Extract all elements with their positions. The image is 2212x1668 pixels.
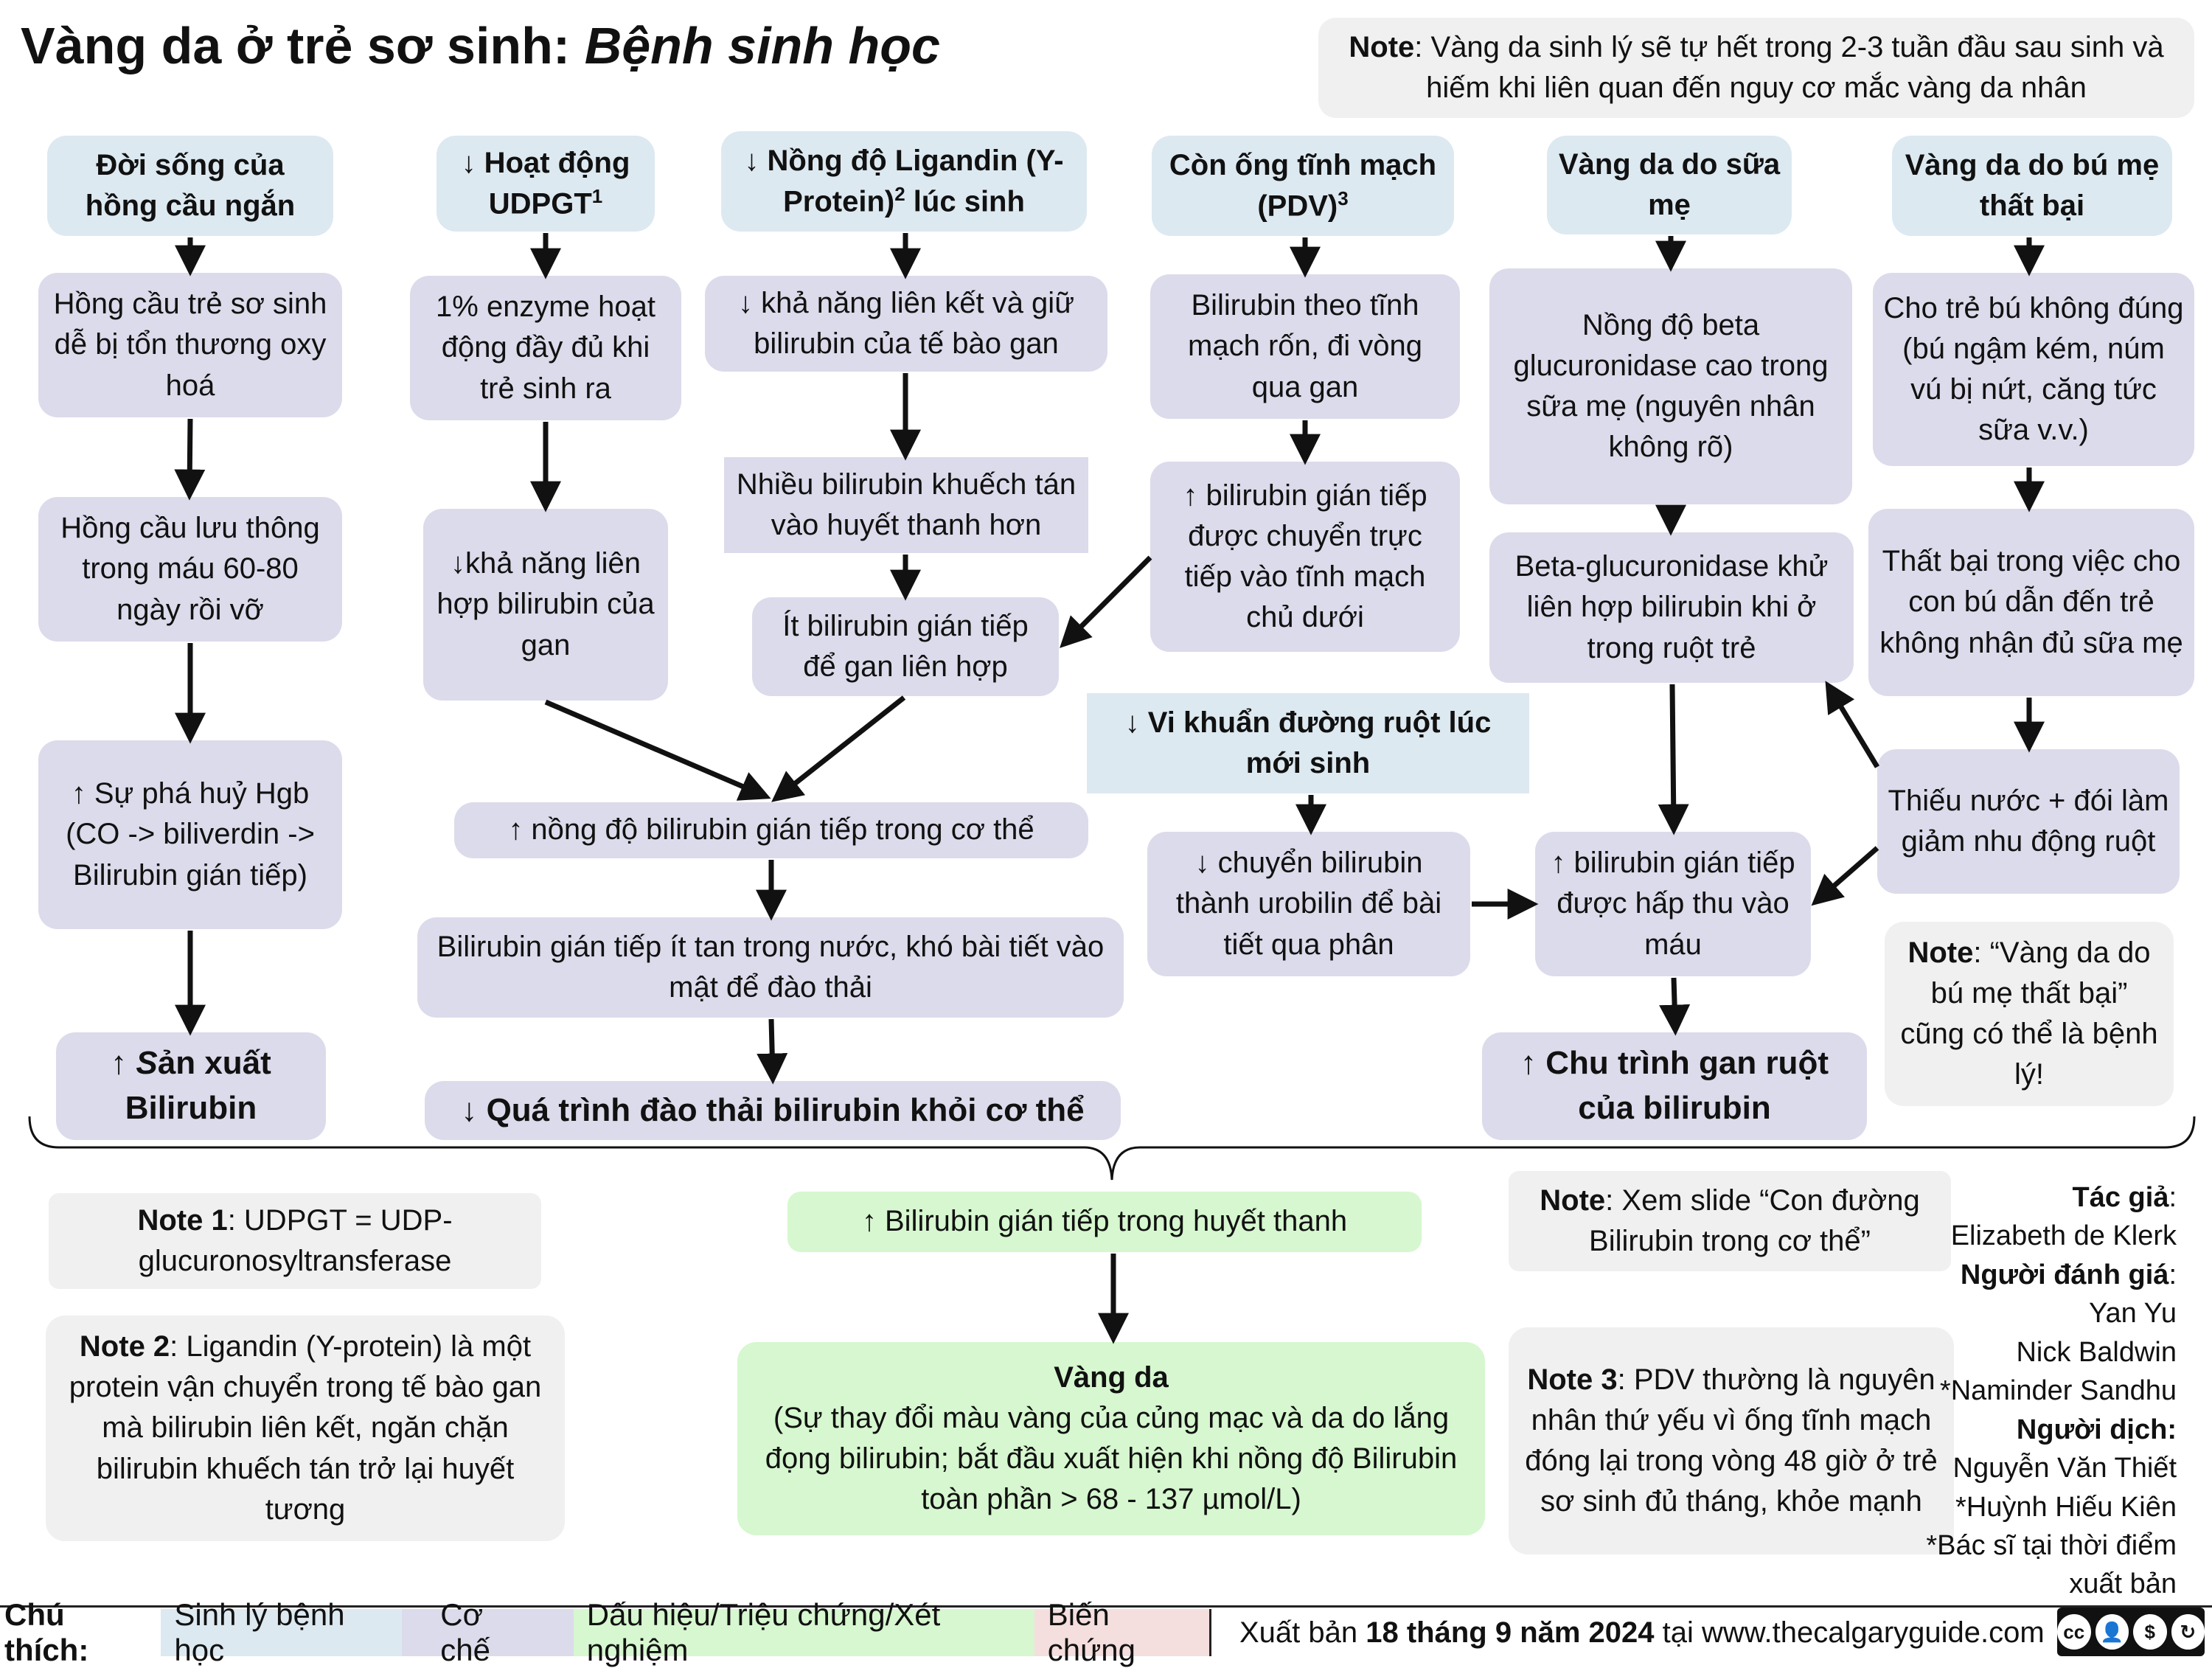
- col5-step1: Nồng độ beta glucuronidase cao trong sữa…: [1489, 268, 1852, 504]
- merge-step2: Bilirubin gián tiếp ít tan trong nước, k…: [417, 917, 1124, 1018]
- note3: Note 3: PDV thường là nguyên nhân thứ yế…: [1509, 1327, 1954, 1554]
- col5-head: Vàng da do sữa mẹ: [1547, 136, 1792, 234]
- merge-step1: ↑ nồng độ bilirubin gián tiếp trong cơ t…: [454, 802, 1088, 858]
- arrow-c4-3: [1060, 555, 1152, 648]
- title-main: Vàng da ở trẻ sơ sinh:: [21, 17, 571, 74]
- merge-result: ↓ Quá trình đào thải bilirubin khỏi cơ t…: [425, 1081, 1121, 1140]
- col1-step2: Hồng cầu lưu thông trong máu 60-80 ngày …: [38, 497, 342, 642]
- col3-step3: Ít bilirubin gián tiếp để gan liên hợp: [752, 597, 1059, 696]
- col2-head: ↓ Hoạt động UDPGT1: [437, 136, 655, 232]
- pathway-note: Note: Xem slide “Con đường Bilirubin tro…: [1509, 1171, 1951, 1271]
- arrow-c5-3: [1658, 684, 1689, 835]
- note1: Note 1: UDPGT = UDP-glucuronosyltransfer…: [49, 1193, 541, 1289]
- footer-divider: [0, 1605, 2212, 1608]
- legend: Chú thích: Sinh lý bệnh học Cơ chế Dấu h…: [0, 1597, 1210, 1667]
- page-title: Vàng da ở trẻ sơ sinh: Bệnh sinh học: [21, 16, 940, 75]
- bracket: [28, 1116, 2196, 1181]
- col5-result: ↑ Chu trình gan ruột của bilirubin: [1482, 1032, 1867, 1140]
- serum-box: ↑ Bilirubin gián tiếp trong huyết thanh: [787, 1192, 1422, 1252]
- col3-step1: ↓ khả năng liên kết và giữ bilirubin của…: [705, 276, 1107, 372]
- col3-head: ↓ Nồng độ Ligandin (Y-Protein)2 lúc sinh: [721, 131, 1087, 232]
- jaundice-box: Vàng da(Sự thay đổi màu vàng của củng mạ…: [737, 1342, 1485, 1535]
- legend-mech: Cơ chế: [402, 1597, 574, 1667]
- col1-step3: ↑ Sự phá huỷ Hgb (CO -> biliverdin -> Bi…: [38, 740, 342, 929]
- arrow-c3-4: [771, 695, 906, 802]
- arrow-c6-4: [1825, 681, 1879, 768]
- publication-footer: Xuất bản 18 tháng 9 năm 2024 tại www.the…: [1209, 1609, 2050, 1656]
- col4-step1: Bilirubin theo tĩnh mạch rốn, đi vòng qu…: [1150, 274, 1460, 419]
- col2-step1: 1% enzyme hoạt động đầy đủ khi trẻ sinh …: [410, 276, 681, 420]
- license-badge: cc 👤 $ ↻: [2057, 1608, 2205, 1656]
- arrow-c6-5: [1811, 846, 1879, 906]
- col5-step2: Beta-glucuronidase khử liên hợp bilirubi…: [1489, 532, 1854, 683]
- arrow-m-2: [757, 1018, 788, 1085]
- nc-icon: $: [2133, 1614, 2167, 1650]
- title-sub: Bệnh sinh học: [584, 17, 940, 74]
- top-note: Note: Vàng da sinh lý sẽ tự hết trong 2-…: [1318, 18, 2194, 118]
- legend-label: Chú thích:: [4, 1597, 89, 1667]
- bact-head: ↓ Vi khuẩn đường ruột lúc mới sinh: [1087, 693, 1529, 793]
- note2: Note 2: Ligandin (Y-protein) là một prot…: [46, 1316, 565, 1541]
- col5-step3: ↑ bilirubin gián tiếp được hấp thu vào m…: [1535, 832, 1811, 976]
- col6-step3: Thiếu nước + đói làm giảm nhu động ruột: [1877, 749, 2180, 894]
- col6-head: Vàng da do bú mẹ thất bại: [1892, 136, 2172, 236]
- col6-note: Note: “Vàng da do bú mẹ thất bại” cũng c…: [1885, 922, 2174, 1106]
- arrow-c2-3: [544, 699, 771, 801]
- bact-step1: ↓ chuyển bilirubin thành urobilin để bài…: [1147, 832, 1470, 976]
- col6-step2: Thất bại trong việc cho con bú dẫn đến t…: [1868, 509, 2194, 696]
- col4-step2: ↑ bilirubin gián tiếp được chuyển trực t…: [1150, 462, 1460, 652]
- by-icon: 👤: [2095, 1614, 2129, 1650]
- col2-step2: ↓khả năng liên hợp bilirubin của gan: [423, 509, 668, 701]
- col1-step1: Hồng cầu trẻ sơ sinh dễ bị tổn thương ox…: [38, 273, 342, 417]
- legend-comp: Biến chứng: [1034, 1597, 1210, 1667]
- authors-block: Tác giả: Elizabeth de Klerk Người đánh g…: [1926, 1182, 2177, 1600]
- arrow-c5-4: [1659, 977, 1691, 1036]
- col3-step2: Nhiều bilirubin khuếch tán vào huyết tha…: [724, 457, 1088, 553]
- legend-patho: Sinh lý bệnh học: [161, 1597, 403, 1667]
- col1-head: Đời sống của hồng cầu ngắn: [47, 136, 333, 236]
- arrow-c1-2: [174, 418, 206, 501]
- legend-sign: Dấu hiệu/Triệu chứng/Xét nghiệm: [573, 1597, 1034, 1667]
- sa-icon: ↻: [2171, 1614, 2205, 1650]
- col6-step1: Cho trẻ bú không đúng (bú ngậm kém, núm …: [1873, 273, 2194, 466]
- cc-icon: cc: [2057, 1614, 2091, 1650]
- col4-head: Còn ống tĩnh mạch (PDV)3: [1152, 136, 1454, 236]
- col1-result: ↑ Sản xuất Bilirubin: [56, 1032, 326, 1140]
